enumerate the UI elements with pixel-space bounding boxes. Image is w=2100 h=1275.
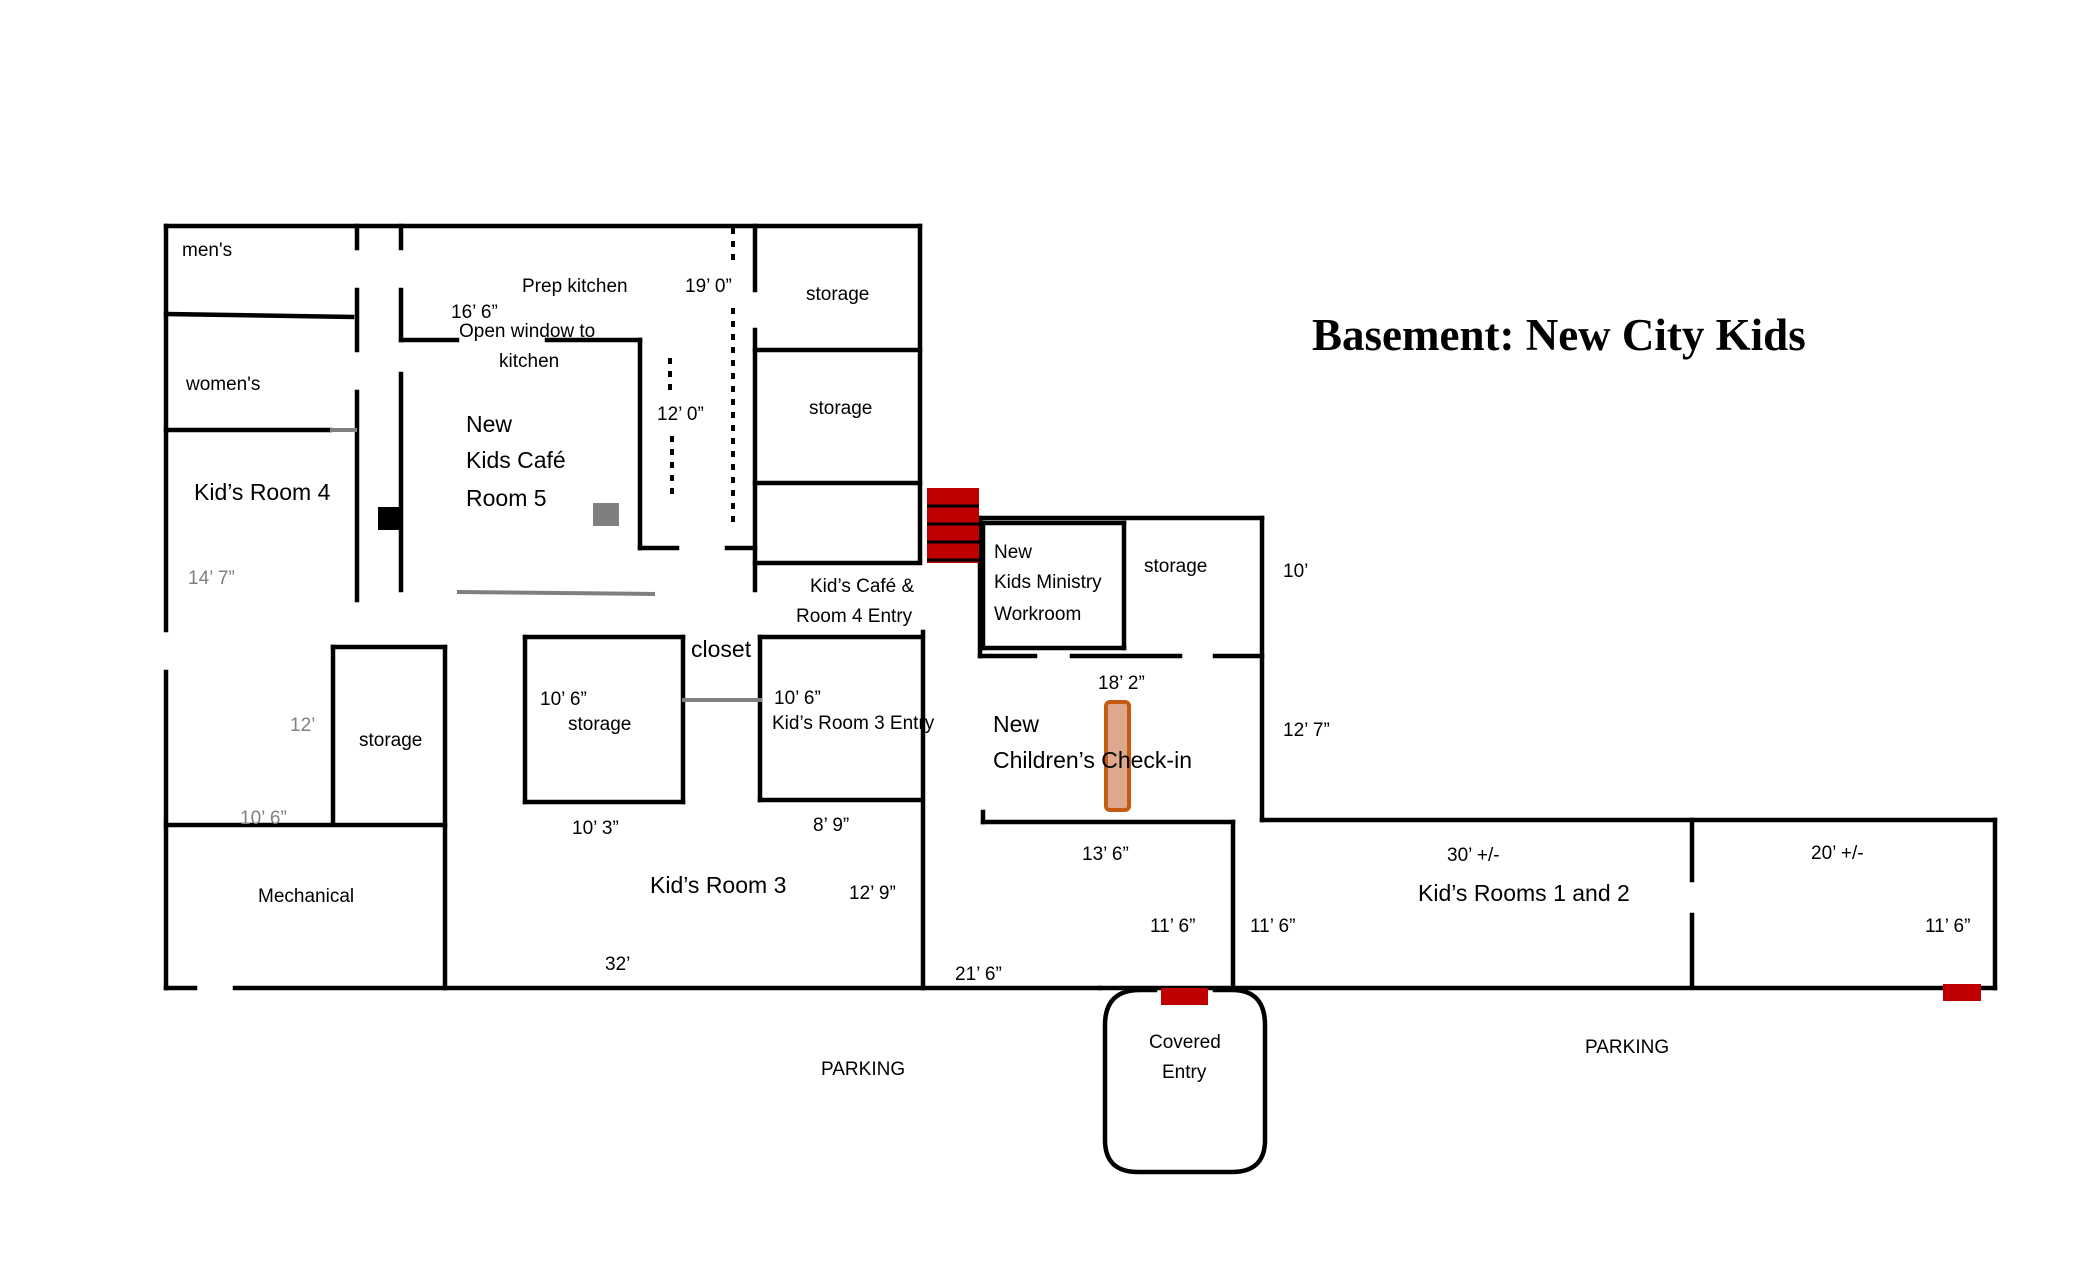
room-labels: men's women's Kid’s Room 4 Prep kitchen … xyxy=(182,240,1669,1083)
label-storage-center: storage xyxy=(568,714,631,735)
dim-10-6-storage: 10’ 6” xyxy=(540,689,587,710)
label-workroom-3: Workroom xyxy=(994,604,1081,625)
check-in-counter xyxy=(1104,700,1131,812)
dim-19-0: 19’ 0” xyxy=(685,276,732,297)
label-kids-room-3-entry: Kid’s Room 3 Entry xyxy=(772,713,935,734)
dim-11-6-b: 11’ 6” xyxy=(1250,916,1295,937)
label-kids-rooms-1-2: Kid’s Rooms 1 and 2 xyxy=(1418,880,1630,906)
label-parking-right: PARKING xyxy=(1585,1037,1669,1058)
dim-10-6-entry: 10’ 6” xyxy=(774,688,821,709)
label-cafe-entry-1: Kid’s Café & xyxy=(810,576,915,597)
dim-30: 30’ +/- xyxy=(1447,845,1500,866)
gray-column xyxy=(593,503,619,526)
label-prep-kitchen: Prep kitchen xyxy=(522,276,628,297)
dim-12: 12’ xyxy=(290,715,315,736)
stairs xyxy=(927,488,979,563)
label-cafe-1: New xyxy=(466,411,512,437)
label-covered-1: Covered xyxy=(1149,1032,1221,1053)
label-cafe-entry-2: Room 4 Entry xyxy=(796,606,913,627)
dim-32: 32’ xyxy=(605,954,630,975)
door-covered-entry xyxy=(1161,988,1208,1005)
dim-11-6-a: 11’ 6” xyxy=(1150,916,1195,937)
dim-10-6-left: 10’ 6” xyxy=(240,808,287,829)
dim-10-3: 10’ 3” xyxy=(572,818,619,839)
label-mechanical: Mechanical xyxy=(258,886,354,907)
covered-entry-outline xyxy=(1102,987,1268,1175)
label-storage-mid: storage xyxy=(809,398,872,419)
label-open-window-2: kitchen xyxy=(499,351,559,372)
label-checkin-1: New xyxy=(993,711,1039,737)
label-kids-room-3: Kid’s Room 3 xyxy=(650,872,786,898)
label-open-window-1: Open window to xyxy=(459,321,595,342)
dim-21-6: 21’ 6” xyxy=(955,964,1002,985)
dim-14-7: 14’ 7” xyxy=(188,568,235,589)
door-east xyxy=(1943,984,1981,1001)
label-storage-top: storage xyxy=(806,284,869,305)
label-mens: men's xyxy=(182,240,232,261)
dim-12-7: 12’ 7” xyxy=(1283,720,1330,741)
label-cafe-2: Kids Café xyxy=(466,447,566,473)
dim-18-2: 18’ 2” xyxy=(1098,673,1145,694)
dim-10: 10’ xyxy=(1283,561,1308,582)
dotted-partitions xyxy=(668,228,735,522)
dimension-labels: 16’ 6” 19’ 0” 12’ 0” 14’ 7” 12’ 10’ 6” 1… xyxy=(188,276,1970,985)
label-workroom-2: Kids Ministry xyxy=(994,572,1102,593)
label-closet: closet xyxy=(691,636,752,662)
dim-16-6: 16’ 6” xyxy=(451,302,498,323)
dim-12-0: 12’ 0” xyxy=(657,404,704,425)
walls xyxy=(163,223,1998,991)
label-storage-workroom: storage xyxy=(1144,556,1207,577)
label-kids-room-4: Kid’s Room 4 xyxy=(194,479,331,505)
label-covered-2: Entry xyxy=(1162,1062,1207,1083)
dim-8-9: 8’ 9” xyxy=(813,815,849,836)
page-title: Basement: New City Kids xyxy=(1312,310,1806,360)
black-column xyxy=(378,507,402,530)
dim-13-6: 13’ 6” xyxy=(1082,844,1129,865)
label-cafe-3: Room 5 xyxy=(466,485,547,511)
dim-11-6-c: 11’ 6” xyxy=(1925,916,1970,937)
label-workroom-1: New xyxy=(994,542,1032,563)
label-checkin-2: Children’s Check-in xyxy=(993,747,1192,773)
dim-12-9: 12’ 9” xyxy=(849,883,896,904)
label-storage-left: storage xyxy=(359,730,422,751)
gray-partitions xyxy=(330,428,762,702)
label-parking-left: PARKING xyxy=(821,1059,905,1080)
dim-20: 20’ +/- xyxy=(1811,843,1864,864)
label-womens: women's xyxy=(185,374,260,395)
